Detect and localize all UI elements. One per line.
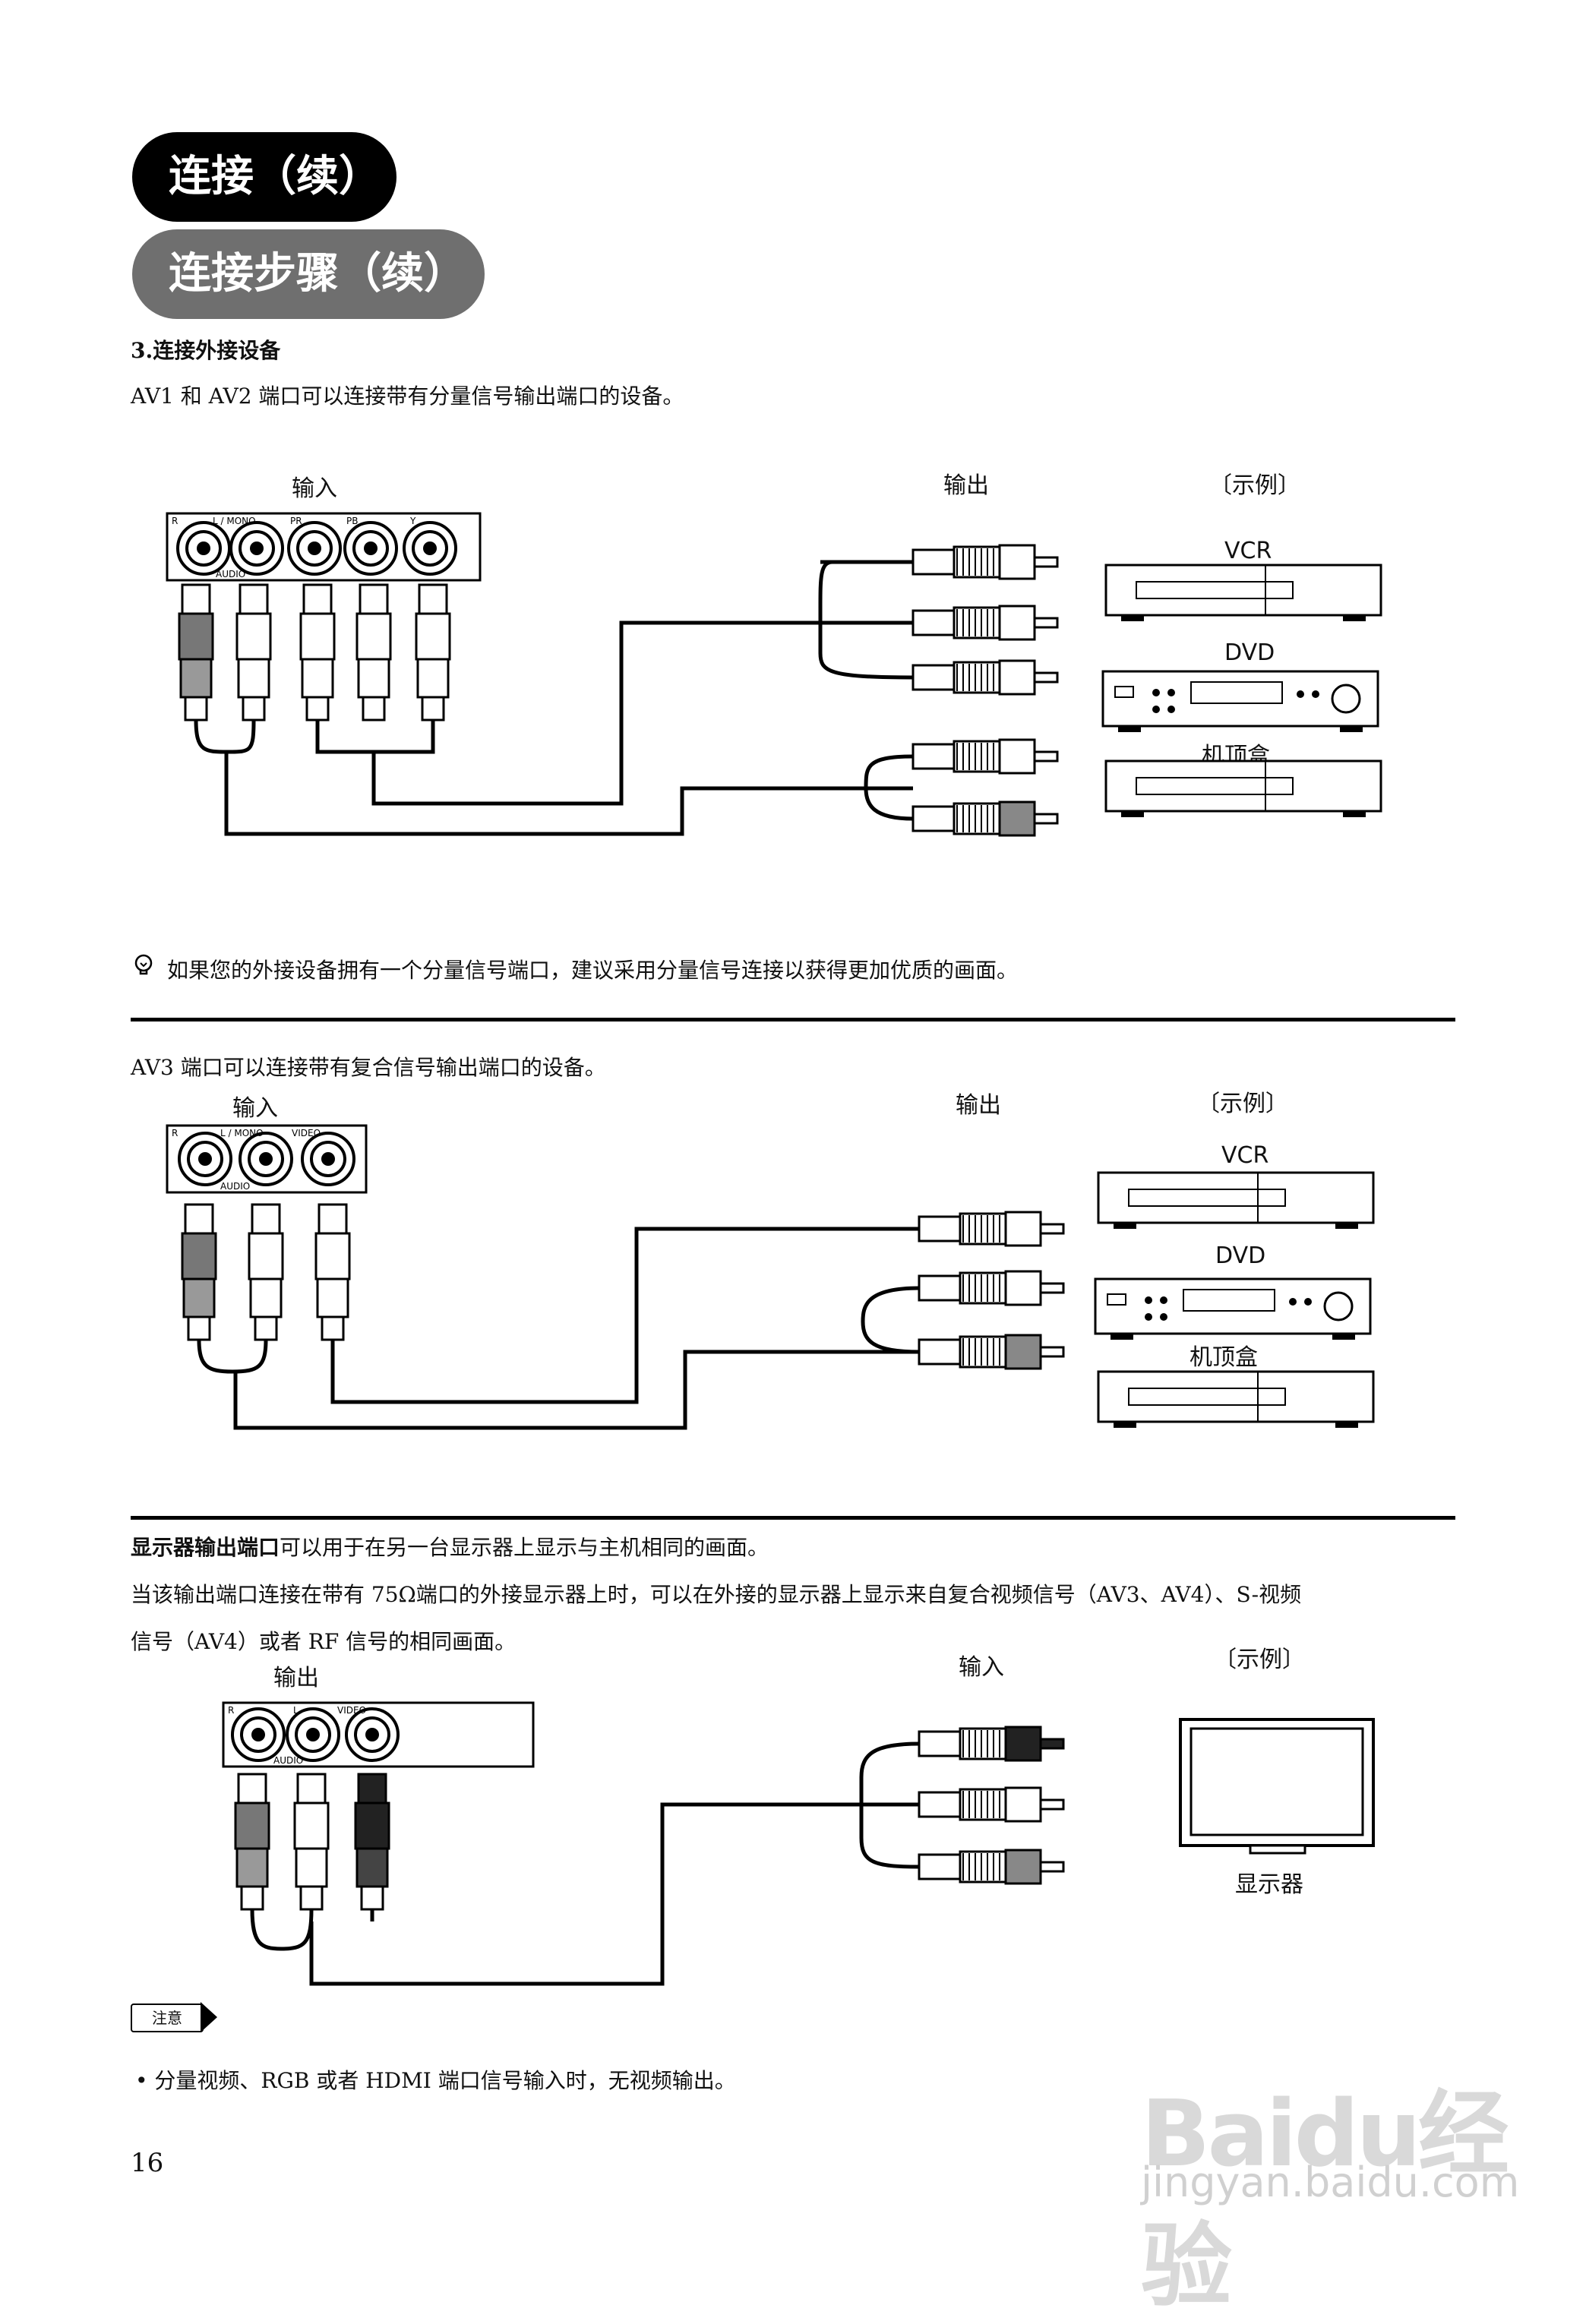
watermark-url: jingyan.baidu.com	[1141, 2158, 1520, 2206]
svg-text:R: R	[228, 1705, 234, 1716]
note-arrow-icon	[201, 2002, 217, 2032]
section-divider-2	[131, 1516, 1455, 1520]
section3-line3: 信号（AV4）或者 RF 信号的相同画面。	[131, 1629, 517, 1654]
section-subtitle-text: 连接步骤（续）	[169, 249, 466, 298]
section-divider-1	[131, 1018, 1455, 1021]
section3-line2: 当该输出端口连接在带有 75Ω端口的外接显示器上时，可以在外接的显示器上显示来自…	[131, 1582, 1302, 1607]
s2-device-vcr-label: VCR	[1221, 1142, 1269, 1169]
s2-device-stb-label: 机顶盒	[1190, 1344, 1258, 1371]
page-number: 16	[131, 2148, 164, 2178]
svg-text:PR: PR	[290, 516, 302, 526]
s2-input-label: 输入	[232, 1095, 278, 1122]
s3-output-label: 输出	[273, 1665, 319, 1691]
section-title: 连接（续）	[132, 132, 396, 222]
svg-text:PB: PB	[346, 516, 358, 526]
note-text: • 分量视频、RGB 或者 HDMI 端口信号输入时，无视频输出。	[135, 2068, 736, 2093]
section-subtitle: 连接步骤（续）	[132, 229, 485, 319]
svg-text:AUDIO: AUDIO	[220, 1181, 250, 1192]
s1-tip-text: 如果您的外接设备拥有一个分量信号端口，建议采用分量信号连接以获得更加优质的画面。	[167, 958, 1019, 983]
note-badge: 注意	[131, 2004, 204, 2032]
s2-stb-device	[1097, 1370, 1375, 1429]
section2-description: AV3 端口可以连接带有复合信号输出端口的设备。	[131, 1055, 606, 1080]
svg-text:R: R	[172, 1128, 178, 1138]
s1-vcr-device	[1104, 564, 1382, 623]
s3-input-label: 输入	[959, 1654, 1004, 1681]
svg-text:VIDEO: VIDEO	[337, 1705, 366, 1716]
svg-text:L / MONO: L / MONO	[213, 516, 256, 526]
svg-text:VIDEO: VIDEO	[292, 1128, 321, 1138]
s3-example-label: 〔示例〕	[1214, 1647, 1305, 1673]
svg-text:Y: Y	[409, 516, 416, 526]
svg-text:L: L	[293, 1705, 299, 1716]
svg-text:R: R	[172, 516, 178, 526]
s2-device-dvd-label: DVD	[1215, 1243, 1266, 1269]
lightbulb-icon	[131, 952, 156, 978]
connection-diagrams: R L / MONO PR PB Y AUDIO R L / MONO VIDE…	[166, 512, 1382, 1986]
svg-text:AUDIO: AUDIO	[273, 1755, 303, 1766]
s1-panel-labels: R L / MONO PR PB Y AUDIO	[172, 516, 416, 579]
s2-example-label: 〔示例〕	[1197, 1091, 1288, 1117]
s1-example-label: 〔示例〕	[1209, 472, 1300, 499]
svg-text:L / MONO: L / MONO	[220, 1128, 264, 1138]
s1-device-vcr-label: VCR	[1224, 538, 1272, 564]
s2-vcr-device	[1097, 1171, 1375, 1230]
step-heading: 3.连接外接设备	[131, 338, 281, 363]
s3-monitor-device	[1179, 1718, 1375, 1855]
svg-text:AUDIO: AUDIO	[216, 569, 245, 579]
s2-panel-labels: R L / MONO VIDEO AUDIO	[172, 1128, 321, 1192]
section3-line1: 显示器输出端口可以用于在另一台显示器上显示与主机相同的画面。	[131, 1531, 769, 1561]
s1-device-dvd-label: DVD	[1224, 639, 1275, 666]
s3-panel-labels: R L VIDEO AUDIO	[228, 1705, 366, 1766]
section3-line1-rest: 可以用于在另一台显示器上显示与主机相同的画面。	[280, 1535, 769, 1560]
s2-dvd-device	[1094, 1277, 1372, 1341]
s1-stb-device	[1104, 759, 1382, 819]
s1-input-label: 输入	[292, 475, 337, 502]
monitor-output-term: 显示器输出端口	[131, 1535, 280, 1560]
section1-description: AV1 和 AV2 端口可以连接带有分量信号输出端口的设备。	[131, 384, 684, 409]
s3-device-monitor-label: 显示器	[1235, 1871, 1303, 1898]
s1-output-label: 输出	[943, 472, 989, 499]
section-title-text: 连接（续）	[169, 152, 381, 201]
s2-output-label: 输出	[956, 1092, 1001, 1119]
s1-dvd-device	[1101, 670, 1379, 734]
